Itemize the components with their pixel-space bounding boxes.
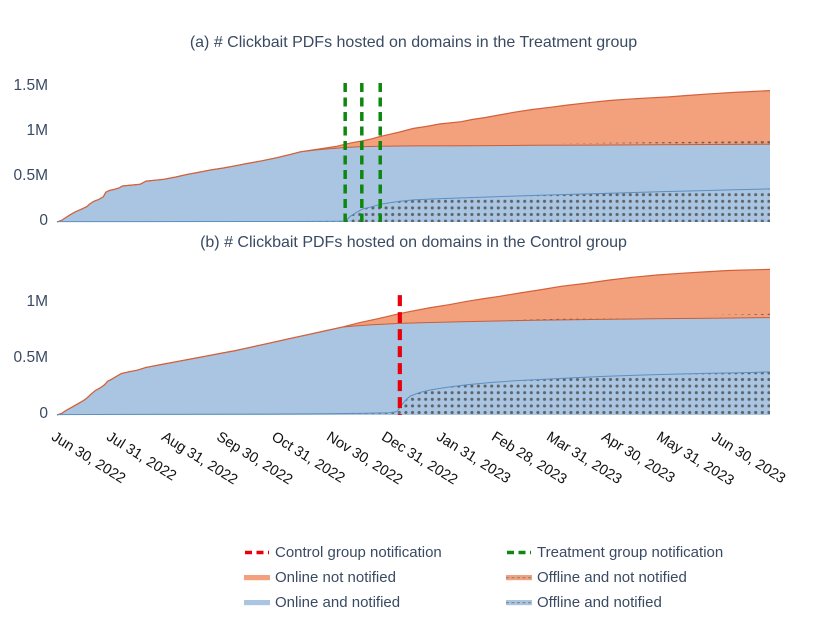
ytick-control-0: 0 bbox=[39, 405, 48, 422]
legend-swatch-area bbox=[244, 599, 270, 605]
total-edge-line bbox=[56, 90, 771, 223]
legend-swatch-dash bbox=[507, 550, 531, 554]
offline-notified-edge-line bbox=[56, 371, 771, 416]
offline-notified-edge-line bbox=[56, 188, 771, 223]
legend-item-control-group-notification: Control group notification bbox=[244, 543, 506, 561]
legend-label: Control group notification bbox=[275, 543, 442, 561]
area-online-not-notified bbox=[57, 90, 770, 222]
legend-label: Online not notified bbox=[275, 568, 396, 586]
chart-treatment bbox=[56, 83, 771, 223]
chart-control bbox=[56, 268, 771, 416]
legend: Control group notification Treatment grou… bbox=[244, 543, 778, 611]
ytick-treatment-1.5M: 1.5M bbox=[13, 77, 48, 94]
legend-label: Offline and not notified bbox=[537, 568, 687, 586]
area-offline-notified bbox=[57, 188, 770, 222]
legend-label: Offline and notified bbox=[537, 593, 662, 611]
legend-item-offline-and-not-notified: Offline and not notified bbox=[506, 568, 778, 586]
ytick-treatment-0.5M: 0.5M bbox=[13, 167, 48, 184]
legend-label: Online and notified bbox=[275, 593, 401, 611]
chart-a-title: (a) # Clickbait PDFs hosted on domains i… bbox=[189, 34, 638, 51]
legend-item-treatment-group-notification: Treatment group notification bbox=[506, 543, 778, 561]
ytick-treatment-0: 0 bbox=[39, 212, 48, 229]
area-online-not-notified bbox=[57, 269, 770, 415]
legend-swatch-area-dash bbox=[506, 574, 532, 580]
total-edge-line bbox=[56, 268, 771, 416]
area-offline-notified bbox=[57, 371, 770, 415]
legend-swatch-area-dash bbox=[506, 599, 532, 605]
chart-b-title: (b) # Clickbait PDFs hosted on domains i… bbox=[200, 234, 627, 251]
legend-swatch-dash bbox=[245, 550, 269, 554]
legend-item-offline-and-notified: Offline and notified bbox=[506, 593, 778, 611]
legend-label: Treatment group notification bbox=[537, 543, 724, 561]
legend-swatch-area bbox=[244, 574, 270, 580]
ytick-control-0.5M: 0.5M bbox=[13, 349, 48, 366]
ytick-treatment-1M: 1M bbox=[26, 122, 48, 139]
ytick-control-1M: 1M bbox=[26, 293, 48, 310]
legend-item-online-and-notified: Online and notified bbox=[244, 593, 506, 611]
legend-item-online-not-notified: Online not notified bbox=[244, 568, 506, 586]
